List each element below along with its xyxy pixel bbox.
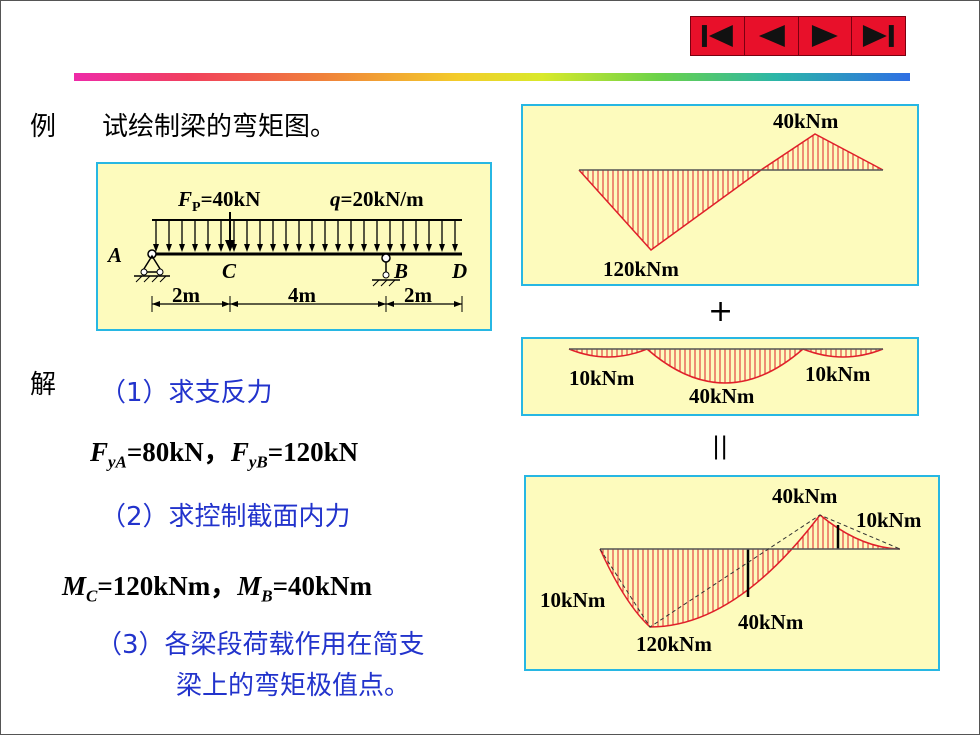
beam-panel: FP=40kN q=20kN/m A C xyxy=(96,162,492,331)
solution-label: 解 xyxy=(30,370,57,400)
equals-sign: || xyxy=(712,432,729,460)
span-label-1: 2m xyxy=(172,283,201,307)
gradient-divider xyxy=(74,73,910,81)
diagram2-right-label: 10kNm xyxy=(805,362,871,386)
roller-support-b xyxy=(372,253,400,287)
moment-diagram-3-panel: 40kNm 10kNm 10kNm 40kNm 120kNm xyxy=(524,475,940,671)
moment-diagram-2: 10kNm 40kNm 10kNm xyxy=(568,348,884,408)
reactions-line: FyA=80kN，FyB=120kN xyxy=(90,437,359,472)
moments-line: MC=120kNm，MB=40kNm xyxy=(62,571,373,606)
diagram3-top-label: 40kNm xyxy=(772,484,838,508)
distributed-load xyxy=(153,220,458,252)
moment-diagram-1: 40kNm 120kNm xyxy=(578,109,884,281)
step1-text: （1）求支反力 xyxy=(100,378,273,408)
diagram2-left-label: 10kNm xyxy=(569,366,635,390)
diagram2-middle-label: 40kNm xyxy=(689,384,755,408)
moment-diagram-3: 40kNm 10kNm 10kNm 40kNm 120kNm xyxy=(540,484,922,656)
point-c-label: C xyxy=(222,259,237,283)
previous-page-button[interactable] xyxy=(745,17,799,55)
point-b-label: B xyxy=(393,259,408,283)
diagram1-top-label: 40kNm xyxy=(773,109,839,133)
step2-text: （2）求控制截面内力 xyxy=(100,502,351,532)
last-page-button[interactable] xyxy=(852,17,905,55)
slide-navigation xyxy=(690,16,906,56)
moment-diagram-1-panel: 40kNm 120kNm xyxy=(521,104,919,286)
q-label: q=20kN/m xyxy=(330,187,424,211)
diagram3-left-label: 10kNm xyxy=(540,588,606,612)
diagram3-top-right-label: 10kNm xyxy=(856,508,922,532)
first-page-icon xyxy=(701,25,733,47)
span-label-3: 2m xyxy=(404,283,433,307)
next-page-icon xyxy=(811,25,838,47)
point-d-label: D xyxy=(451,259,467,283)
step3-line1: （3）各梁段荷载作用在简支 xyxy=(96,630,425,660)
moment-diagram-2-panel: 10kNm 40kNm 10kNm xyxy=(521,337,919,416)
beam-diagram: FP=40kN q=20kN/m A C xyxy=(106,187,467,312)
pin-support-a xyxy=(134,249,170,283)
dimension-line xyxy=(151,296,463,312)
next-page-button[interactable] xyxy=(799,17,853,55)
fp-label: FP=40kN xyxy=(177,187,260,215)
diagram1-bottom-label: 120kNm xyxy=(603,257,679,281)
point-a-label: A xyxy=(106,243,122,267)
example-label: 例 xyxy=(30,112,57,142)
step3-line2: 梁上的弯矩极值点。 xyxy=(176,671,411,701)
example-text: 试绘制梁的弯矩图。 xyxy=(102,112,337,142)
first-page-button[interactable] xyxy=(691,17,745,55)
diagram3-bottom-label: 120kNm xyxy=(636,632,712,656)
diagram3-mid-label: 40kNm xyxy=(738,610,804,634)
last-page-icon xyxy=(863,25,895,47)
span-label-2: 4m xyxy=(288,283,317,307)
previous-page-icon xyxy=(758,25,785,47)
plus-sign: + xyxy=(708,294,734,329)
